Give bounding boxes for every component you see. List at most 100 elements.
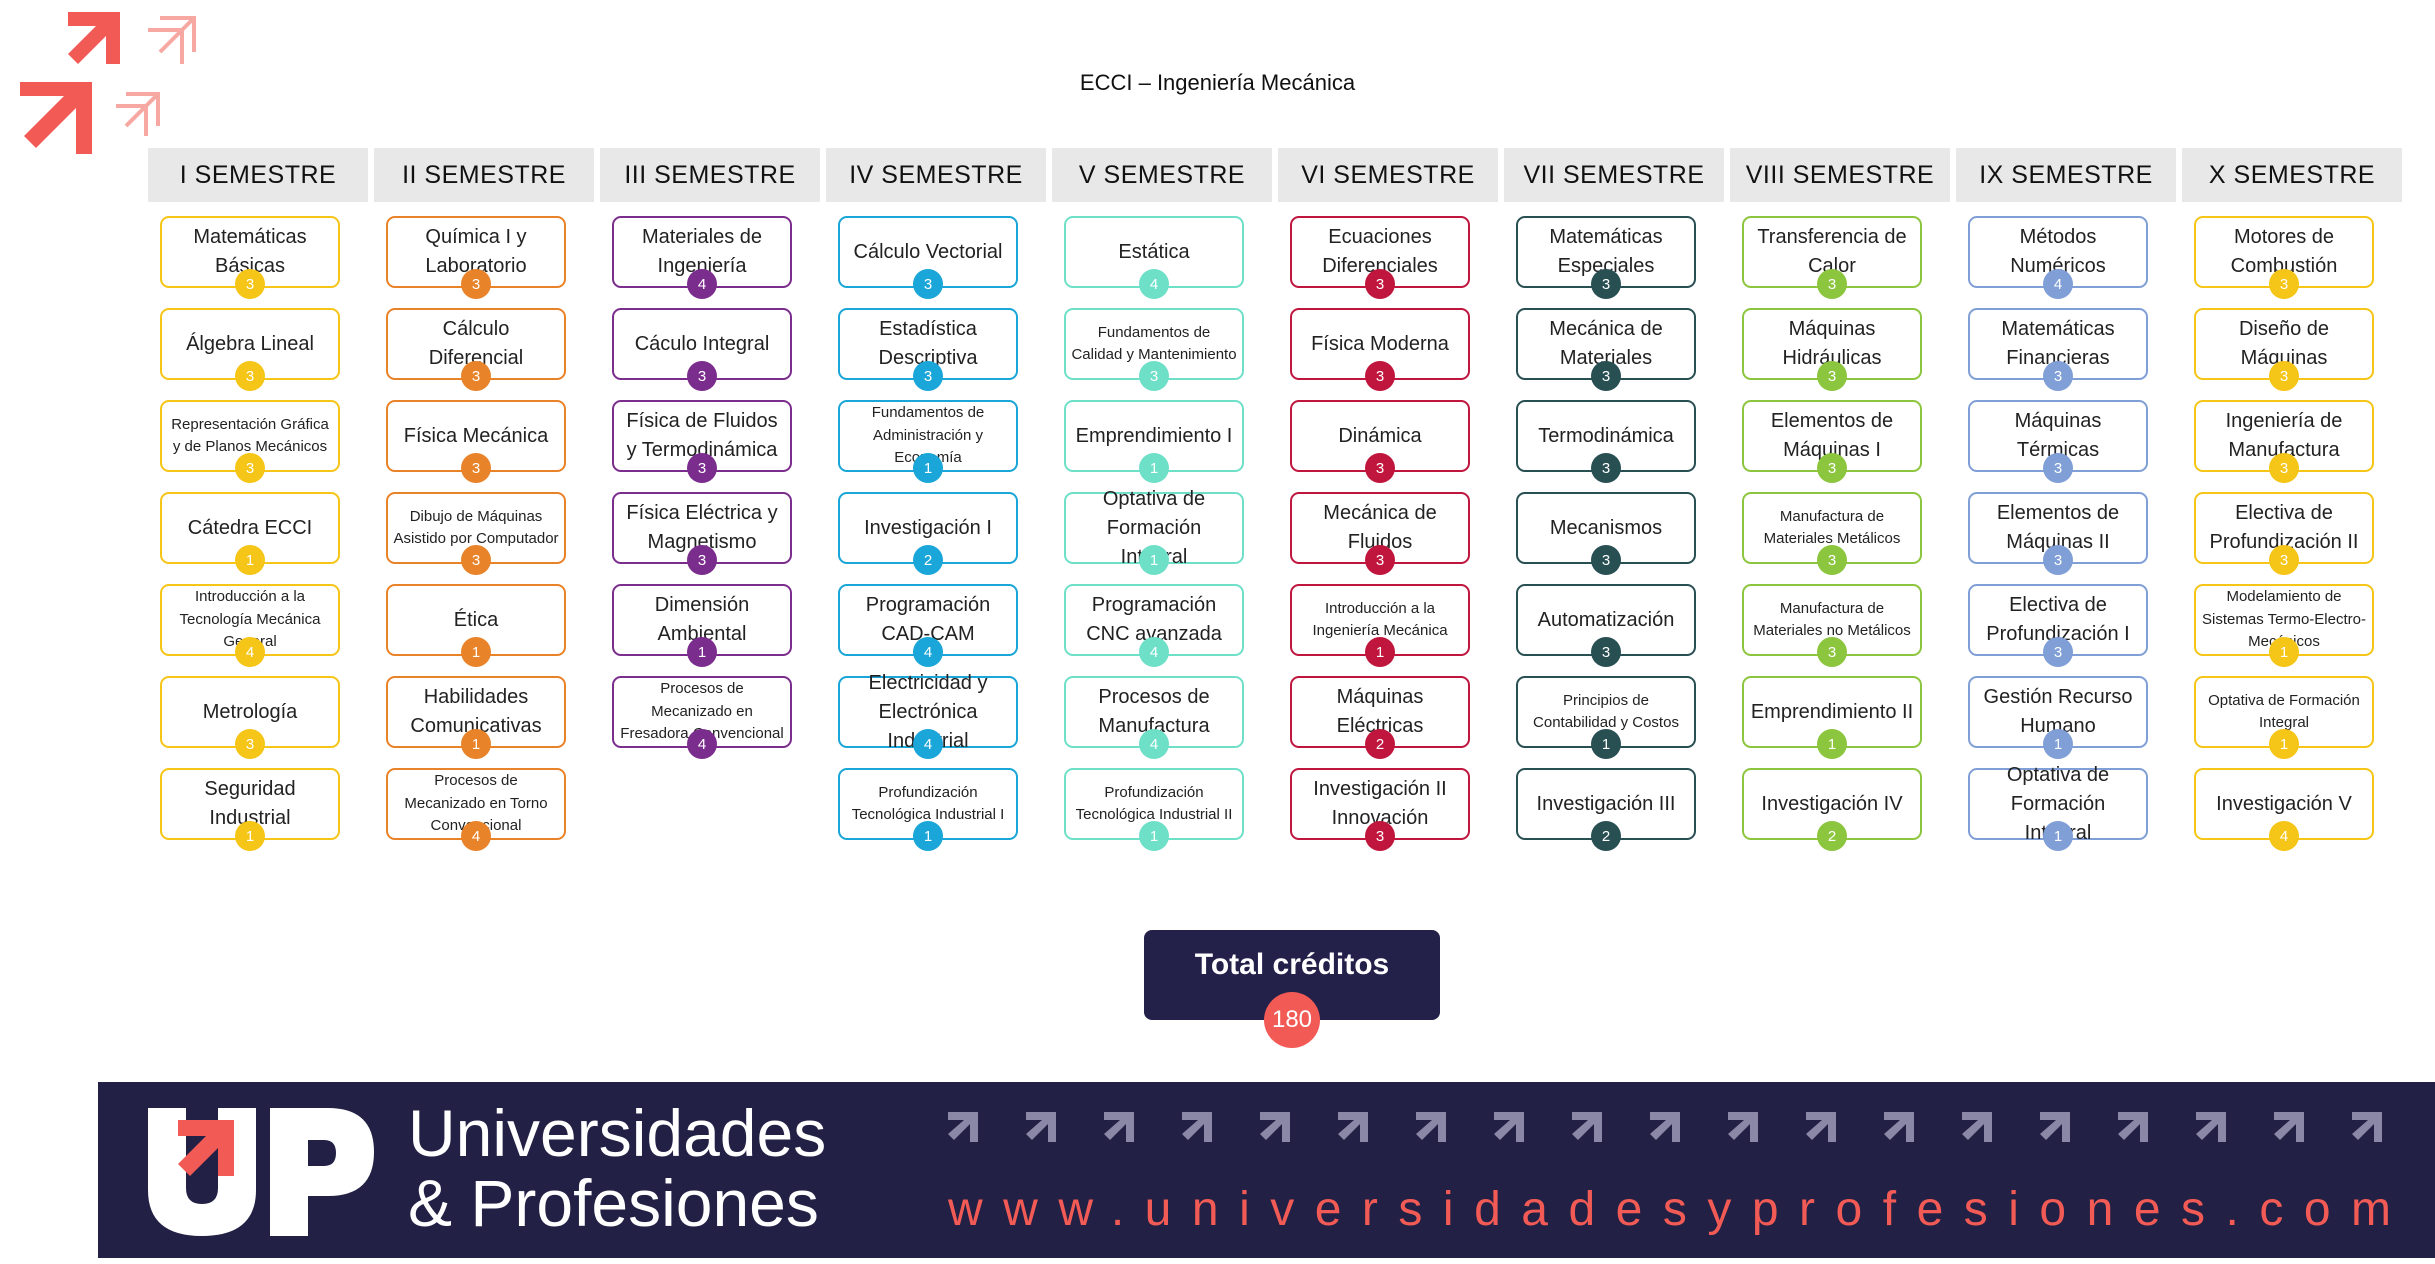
- course-card: Cálculo Vectorial 3: [838, 216, 1018, 299]
- credits-badge: 3: [687, 453, 717, 483]
- course-name: Máquinas Térmicas: [2014, 410, 2102, 461]
- course-name: Procesos de Manufactura: [1098, 686, 1210, 737]
- course-name: Metrología: [202, 700, 298, 723]
- credits-badge: 3: [913, 269, 943, 299]
- footer-banner: Universidades & Profesiones www.universi…: [98, 1082, 2435, 1258]
- total-credits-value: 180: [1264, 992, 1320, 1048]
- semester-header: IX SEMESTRE: [1956, 148, 2176, 202]
- credits-badge: 3: [913, 361, 943, 391]
- credits-badge: 3: [687, 545, 717, 575]
- course-name: Elementos de Máquinas I: [1770, 410, 1894, 461]
- course-name: Ecuaciones Diferenciales: [1322, 226, 1438, 277]
- credits-badge: 3: [235, 453, 265, 483]
- course-name: Electiva de Profundización II: [2209, 502, 2359, 553]
- credits-badge: 1: [2269, 729, 2299, 759]
- credits-badge: 3: [1817, 269, 1847, 299]
- course-name: Ingeniería de Manufactura: [2225, 410, 2343, 461]
- semester-header: VII SEMESTRE: [1504, 148, 1724, 202]
- credits-badge: 1: [913, 453, 943, 483]
- course-name: Cálculo Vectorial: [853, 240, 1003, 263]
- credits-badge: 3: [1139, 361, 1169, 391]
- credits-badge: 3: [1817, 637, 1847, 667]
- credits-badge: 3: [1591, 453, 1621, 483]
- credits-badge: 3: [461, 269, 491, 299]
- course-name: Motores de Combustión: [2230, 226, 2338, 277]
- credits-badge: 1: [1139, 821, 1169, 851]
- credits-badge: 4: [2269, 821, 2299, 851]
- course-name: Dimensión Ambiental: [654, 594, 750, 645]
- credits-badge: 1: [687, 637, 717, 667]
- course-name: Procesos de Mecanizado en Torno Convenci…: [404, 772, 548, 834]
- course-name: Física Moderna: [1311, 332, 1449, 355]
- website-link[interactable]: www.universidadesyprofesiones.com: [948, 1183, 2412, 1236]
- course-card: Electricidad y Electrónica Industrial4: [838, 672, 1018, 759]
- credits-badge: 2: [1591, 821, 1621, 851]
- pattern-arrow-icon: [2196, 1112, 2226, 1142]
- course-name: Principios de Contabilidad y Costos: [1533, 691, 1679, 732]
- course-name: Dinámica: [1338, 424, 1422, 447]
- credits-badge: 3: [461, 361, 491, 391]
- credits-badge: 1: [461, 729, 491, 759]
- credits-badge: 3: [1591, 545, 1621, 575]
- semester-header: VIII SEMESTRE: [1730, 148, 1950, 202]
- pattern-arrow-icon: [1494, 1112, 1524, 1142]
- course-name: Representación Gráfica y de Planos Mecán…: [171, 415, 329, 456]
- credits-badge: 1: [1139, 545, 1169, 575]
- course-name: Dibujo de Máquinas Asistido por Computad…: [393, 507, 559, 548]
- course-card: Profundización Tecnológica Industrial II…: [1064, 768, 1244, 851]
- course-name: Emprendimiento II: [1750, 700, 1914, 723]
- course-name: Manufactura de Materiales Metálicos: [1763, 507, 1901, 548]
- course-name: Matemáticas Financieras: [2001, 318, 2115, 369]
- semester-header: III SEMESTRE: [600, 148, 820, 202]
- credits-badge: 3: [1365, 821, 1395, 851]
- course-name: Física Eléctrica y Magnetismo: [626, 502, 778, 553]
- brand-name: Universidades & Profesiones: [408, 1100, 826, 1240]
- course-name: Termodinámica: [1538, 424, 1674, 447]
- credits-badge: 1: [2269, 637, 2299, 667]
- semester-header: V SEMESTRE: [1052, 148, 1272, 202]
- course-name: Materiales de Ingeniería: [641, 226, 763, 277]
- course-name: Manufactura de Materiales no Metálicos: [1753, 599, 1911, 640]
- credits-badge: 4: [235, 637, 265, 667]
- credits-badge: 3: [1365, 361, 1395, 391]
- credits-badge: 1: [1591, 729, 1621, 759]
- pattern-arrow-icon: [1338, 1112, 1368, 1142]
- course-card: Modelamiento de Sistemas Termo-Electro-M…: [2194, 584, 2374, 667]
- semester-header: II SEMESTRE: [374, 148, 594, 202]
- course-name: Optativa de Formación Integral: [2006, 763, 2110, 844]
- credits-badge: 4: [687, 269, 717, 299]
- pattern-arrow-icon: [2274, 1112, 2304, 1142]
- course-card: Procesos de Mecanizado en Torno Convenci…: [386, 768, 566, 851]
- credits-badge: 4: [913, 637, 943, 667]
- pattern-arrow-icon: [1260, 1112, 1290, 1142]
- course-name: Investigación I: [864, 516, 992, 539]
